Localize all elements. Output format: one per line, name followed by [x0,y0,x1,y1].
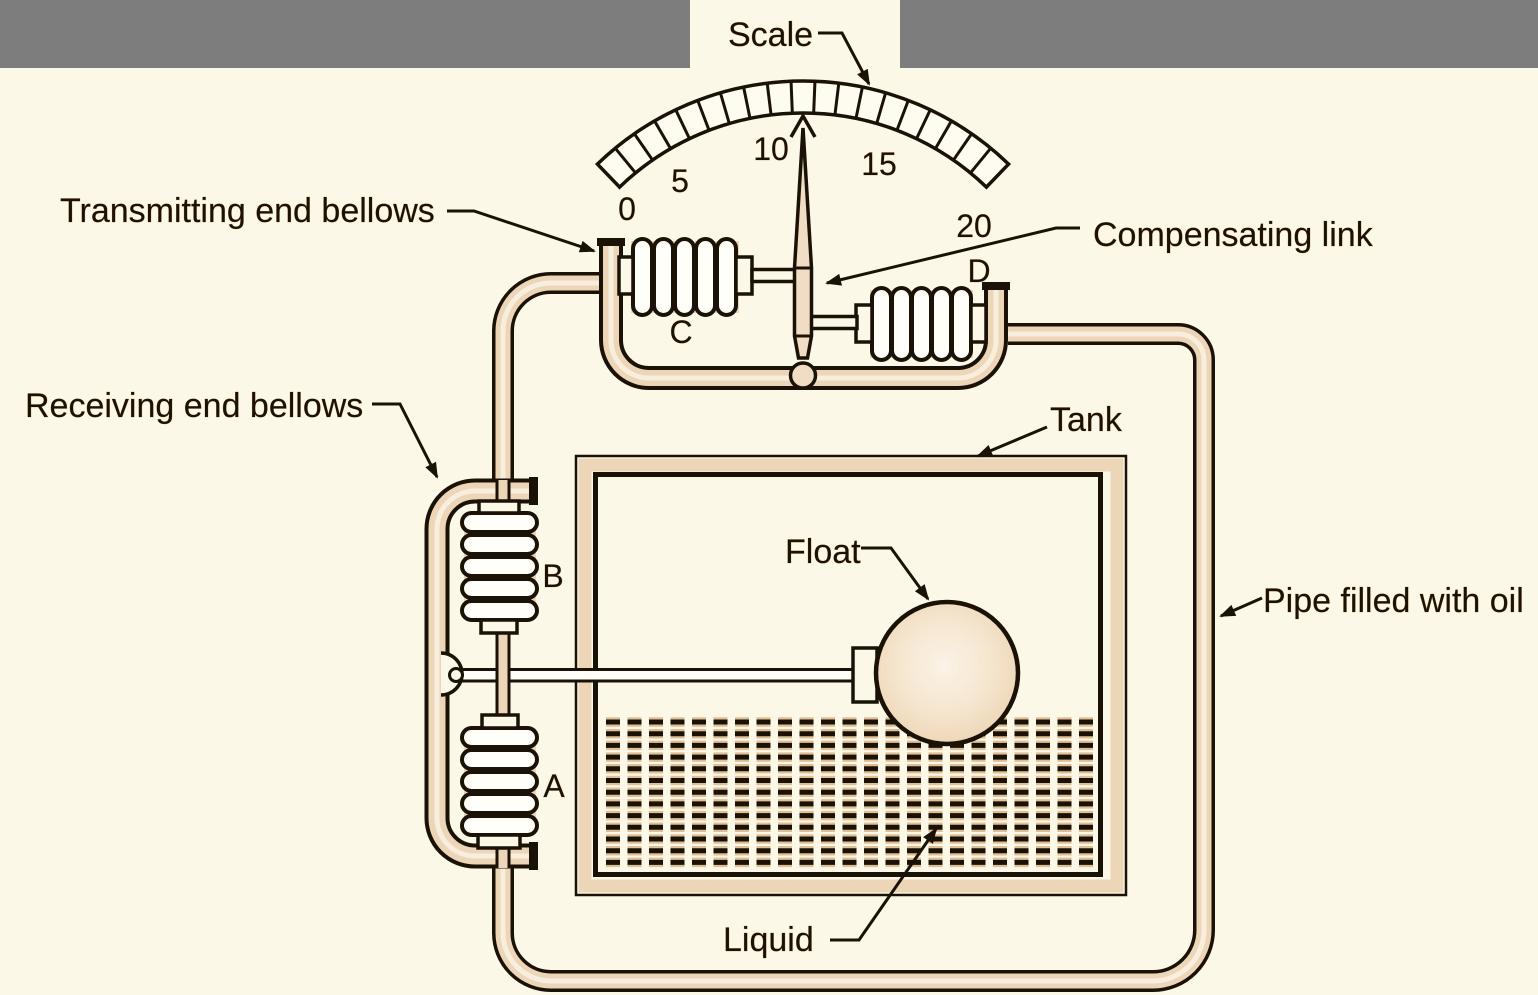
needle-tip-barbs [789,112,817,138]
tick-label-20: 20 [956,208,992,244]
right-wall-cap [982,282,1010,290]
bellows-c-right-plate [734,255,754,296]
tank-label: Tank [1050,401,1123,439]
needle-pivot-ball [788,361,818,390]
scale-leader [818,31,871,86]
bellows-b-top-plate [477,499,521,515]
tick-label-15: 15 [861,146,897,182]
receiving-bracket [424,477,538,870]
left-wall-cap [597,238,625,246]
float-label: Float [785,533,861,571]
bottom-arm-cap [529,842,538,870]
tick-label-5: 5 [671,163,689,199]
gauge-needle [788,112,818,390]
bellows-a-top-plate [480,713,520,730]
float-ball [873,599,1021,747]
float-lever [450,668,879,683]
bellows-c-link-rod [750,267,797,284]
scale-label: Scale [728,16,813,54]
oil-pipe-loop [492,272,1215,992]
pipe-leader [1219,596,1263,618]
compensating-label: Compensating link [1093,216,1374,254]
bellows-a-letter: A [543,768,565,804]
tick-label-10: 10 [753,131,789,167]
bellows-b-letter: B [542,558,563,594]
bellows-b [460,499,539,635]
bellows-c-letter: C [669,314,692,350]
bellows-c-left-plate [617,255,635,296]
float-bracket [851,646,879,704]
transmitting-label: Transmitting end bellows [60,192,435,230]
pivot-pin [448,667,464,683]
pipe-label: Pipe filled with oil [1263,582,1524,620]
float-assembly [851,599,1021,747]
gauge-tick-labels: 0 5 10 15 20 [618,131,992,245]
bellows-d-right-plate [969,303,988,344]
header-bar [0,0,1538,68]
bellows-c [617,237,797,317]
bellows-a [460,713,539,850]
bellows-a-bottom-plate [476,833,522,850]
bellows-letters: C D B A [542,253,991,805]
bellows-d [809,286,988,362]
float-leader [861,546,930,601]
tick-label-0: 0 [618,191,636,227]
receiving-leader [372,402,439,479]
text-labels: Scale Transmitting end bellows Receiving… [25,16,1524,960]
liquid-leader [830,827,938,942]
compensating-leader [825,226,1080,286]
gauge-scale-arc [594,79,1012,190]
bellows-b-bottom-plate [479,618,519,635]
gauge-ticks [614,81,992,174]
top-arm-cap [529,477,538,505]
receiving-label: Receiving end bellows [25,387,363,425]
bellows-d-letter: D [967,253,990,289]
tank-liquid [606,717,1096,868]
transmitting-leader [447,209,596,253]
lever-pivot [440,651,464,697]
tank-leader [976,425,1048,458]
liquid-label: Liquid [723,921,814,959]
leader-lines [372,31,1263,942]
bellows-d-link-rod [809,314,859,331]
